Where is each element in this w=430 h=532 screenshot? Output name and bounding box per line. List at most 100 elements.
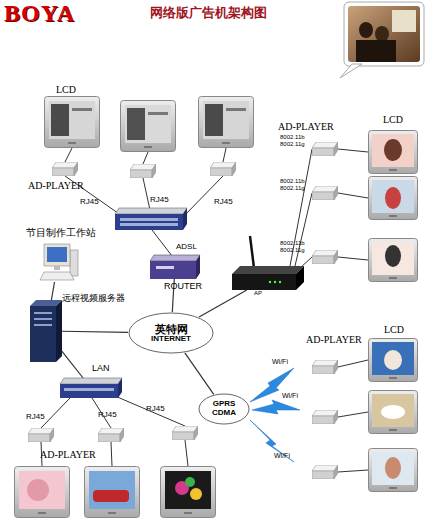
lcd-screen (72, 108, 92, 111)
server-node: 远程视频服务器 (30, 300, 62, 362)
switch-ports (64, 388, 114, 391)
switch-top (115, 208, 187, 214)
node-text: AP (254, 290, 262, 297)
lcd-screen (19, 471, 65, 509)
wire (65, 148, 72, 162)
lcd-screen (372, 394, 414, 427)
port-label: RJ45 (214, 198, 233, 207)
server-side (56, 300, 62, 362)
node-text: GPRS CDMA (206, 400, 242, 418)
wire (338, 193, 368, 198)
lcd-screen (385, 245, 401, 267)
ap-led (269, 281, 271, 283)
network-link (62, 351, 83, 378)
lcd-monitor (369, 391, 418, 434)
wire (143, 178, 150, 210)
lcd-screen (185, 477, 195, 487)
node-ellipse (199, 394, 249, 424)
router-top (150, 255, 200, 261)
port-label: RJ45 (150, 196, 169, 205)
node-text: 远程视频服务器 (62, 294, 125, 304)
workstation-node: 节目制作工作站 (40, 242, 76, 282)
protocol-label: 8002.11b (280, 178, 305, 185)
access-point-node: AP (232, 266, 304, 290)
diagram-title: 网络版广告机架构图 (150, 6, 267, 20)
switch-ports (120, 218, 178, 221)
brand-logo: BOYA (4, 0, 75, 26)
wire (111, 442, 112, 466)
lcd-screen (125, 105, 171, 143)
advert-photo (340, 2, 424, 78)
router-badge (156, 266, 174, 269)
group-label: AD-PLAYER (40, 449, 96, 460)
ad-player (312, 360, 338, 374)
lcd-screen (372, 452, 414, 485)
lcd-screen (226, 108, 246, 111)
ad-player (210, 162, 236, 176)
wireless-label: Wi/Fi (282, 392, 298, 400)
ad-players (28, 142, 338, 479)
wire (152, 230, 172, 256)
protocol-label: 8002.11g (280, 247, 305, 254)
wire (223, 148, 226, 162)
access-point (232, 236, 304, 290)
switch-ports (120, 223, 178, 226)
lcd-screen (165, 471, 211, 509)
port-label: RJ45 (26, 413, 45, 422)
server-tower (30, 300, 62, 362)
wire (143, 152, 148, 164)
internet-cloud: 英特网INTERNET (128, 312, 214, 354)
ap-front (232, 274, 296, 290)
lcd-screen (384, 350, 402, 370)
ap-led (279, 281, 281, 283)
lcd-monitor (369, 131, 418, 174)
port-label: RJ45 (98, 411, 117, 420)
ap-antenna (250, 236, 254, 268)
lcd-screen (205, 104, 223, 136)
wire (182, 176, 223, 218)
lcd-screen (372, 134, 414, 167)
switch-side (118, 378, 122, 398)
photo-screen (392, 10, 416, 32)
group-label: LCD (56, 84, 76, 95)
lcd-screen (89, 471, 135, 509)
wire (338, 360, 368, 367)
lcd-monitor (121, 101, 176, 152)
router-device (150, 255, 200, 279)
photo-image (348, 6, 420, 62)
port-label: RJ45 (146, 405, 165, 414)
wireless-bolt (250, 420, 294, 462)
lcd-monitor (369, 239, 418, 282)
node-text: INTERNET (151, 335, 191, 344)
wireless-bolts (250, 368, 300, 462)
group-label: AD-PLAYER (306, 334, 362, 345)
wire (338, 257, 368, 260)
ad-player (172, 426, 198, 440)
node-text: ROUTER (164, 282, 202, 292)
photo-person (375, 26, 389, 42)
wire (338, 149, 368, 152)
lcd-screen (372, 242, 414, 275)
lcd-monitor (45, 97, 100, 148)
ad-player (98, 428, 124, 442)
protocol-label: 8002.11g (280, 185, 305, 192)
wire (185, 440, 188, 466)
gprs-ellipse: GPRS CDMA (198, 393, 250, 425)
switch-top (60, 378, 122, 384)
ad-player (312, 250, 338, 264)
ap-side (296, 266, 304, 290)
wire (115, 396, 185, 426)
ad-player (52, 162, 78, 176)
network-link (185, 353, 214, 394)
wire (338, 470, 368, 472)
lcd-screen (148, 112, 168, 115)
lcd-screen (384, 139, 402, 161)
node-text: LAN (92, 364, 110, 374)
lcd-screen (203, 101, 249, 139)
workstation (40, 244, 78, 280)
ad-player (312, 410, 338, 424)
node-ellipse (129, 313, 213, 353)
pc-keyboard (40, 272, 74, 280)
speech-tail (340, 64, 362, 78)
